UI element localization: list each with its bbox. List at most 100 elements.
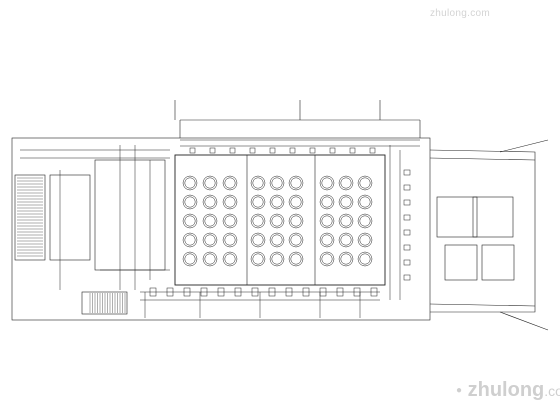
diffuser bbox=[269, 147, 276, 154]
round-table bbox=[184, 196, 196, 208]
round-table bbox=[290, 253, 302, 265]
table-seats bbox=[269, 232, 285, 248]
table-seats bbox=[288, 175, 304, 191]
diffuser bbox=[403, 259, 411, 266]
round-table bbox=[290, 177, 302, 189]
round-table bbox=[204, 215, 216, 227]
table-seats bbox=[338, 175, 354, 191]
table-seats bbox=[202, 251, 218, 267]
round-table bbox=[204, 234, 216, 246]
round-table bbox=[252, 196, 264, 208]
diffuser bbox=[189, 147, 196, 154]
table-seats bbox=[269, 194, 285, 210]
table-seats bbox=[319, 213, 335, 229]
diffuser bbox=[336, 287, 344, 297]
round-table bbox=[321, 253, 333, 265]
table-seats bbox=[182, 232, 198, 248]
round-table bbox=[359, 215, 371, 227]
round-table bbox=[321, 196, 333, 208]
round-table bbox=[340, 253, 352, 265]
table-seats bbox=[338, 232, 354, 248]
table-seats bbox=[319, 251, 335, 267]
diffuser bbox=[319, 287, 327, 297]
table-seats bbox=[269, 213, 285, 229]
round-table bbox=[271, 253, 283, 265]
table-seats bbox=[288, 194, 304, 210]
round-table bbox=[252, 234, 264, 246]
round-table bbox=[340, 234, 352, 246]
diffuser bbox=[403, 274, 411, 281]
table-seats bbox=[182, 194, 198, 210]
diffuser bbox=[403, 169, 411, 176]
table-seats bbox=[338, 194, 354, 210]
table-seats bbox=[288, 232, 304, 248]
diffuser bbox=[149, 287, 157, 297]
round-table bbox=[252, 177, 264, 189]
banquet-hall bbox=[174, 154, 386, 286]
table-seats bbox=[250, 251, 266, 267]
table-seats bbox=[202, 232, 218, 248]
round-table bbox=[184, 253, 196, 265]
table-seats bbox=[250, 213, 266, 229]
diffuser bbox=[403, 199, 411, 206]
diffuser bbox=[403, 229, 411, 236]
stair-block bbox=[81, 291, 128, 315]
watermark-bottom: ● zhulong.com bbox=[456, 379, 560, 402]
diffuser bbox=[349, 147, 356, 154]
diffuser bbox=[249, 147, 256, 154]
round-table bbox=[340, 177, 352, 189]
round-table bbox=[359, 177, 371, 189]
round-table bbox=[359, 196, 371, 208]
round-table bbox=[321, 177, 333, 189]
watermark-suffix: .com bbox=[544, 383, 560, 399]
table-seats bbox=[222, 175, 238, 191]
diffuser bbox=[370, 287, 378, 297]
table-seats bbox=[250, 232, 266, 248]
round-table bbox=[340, 215, 352, 227]
round-table bbox=[290, 234, 302, 246]
diffuser bbox=[251, 287, 259, 297]
round-table bbox=[340, 196, 352, 208]
diffuser bbox=[234, 287, 242, 297]
round-table bbox=[359, 253, 371, 265]
diffuser bbox=[200, 287, 208, 297]
table-seats bbox=[202, 194, 218, 210]
table-seats bbox=[357, 213, 373, 229]
table-seats bbox=[338, 251, 354, 267]
diffuser bbox=[369, 147, 376, 154]
diffuser bbox=[285, 287, 293, 297]
diffuser bbox=[403, 244, 411, 251]
table-seats bbox=[250, 175, 266, 191]
diffuser bbox=[268, 287, 276, 297]
left-equipment-room bbox=[14, 174, 46, 261]
table-seats bbox=[357, 194, 373, 210]
round-table bbox=[184, 234, 196, 246]
round-table bbox=[184, 215, 196, 227]
table-seats bbox=[182, 175, 198, 191]
round-table bbox=[224, 196, 236, 208]
round-table bbox=[271, 196, 283, 208]
table-seats bbox=[182, 251, 198, 267]
diffuser bbox=[229, 147, 236, 154]
round-table bbox=[321, 234, 333, 246]
table-seats bbox=[269, 251, 285, 267]
table-seats bbox=[338, 213, 354, 229]
round-table bbox=[290, 196, 302, 208]
round-table bbox=[271, 215, 283, 227]
table-seats bbox=[319, 194, 335, 210]
table-seats bbox=[222, 194, 238, 210]
watermark-brand: zhulong bbox=[467, 379, 545, 401]
table-seats bbox=[288, 251, 304, 267]
diffuser bbox=[289, 147, 296, 154]
table-seats bbox=[319, 175, 335, 191]
diffuser bbox=[209, 147, 216, 154]
diffuser bbox=[403, 214, 411, 221]
round-table bbox=[204, 196, 216, 208]
round-table bbox=[290, 215, 302, 227]
table-seats bbox=[357, 232, 373, 248]
watermark-logo-icon: ● bbox=[456, 385, 463, 397]
round-table bbox=[204, 177, 216, 189]
diffuser bbox=[329, 147, 336, 154]
table-seats bbox=[319, 232, 335, 248]
round-table bbox=[224, 215, 236, 227]
